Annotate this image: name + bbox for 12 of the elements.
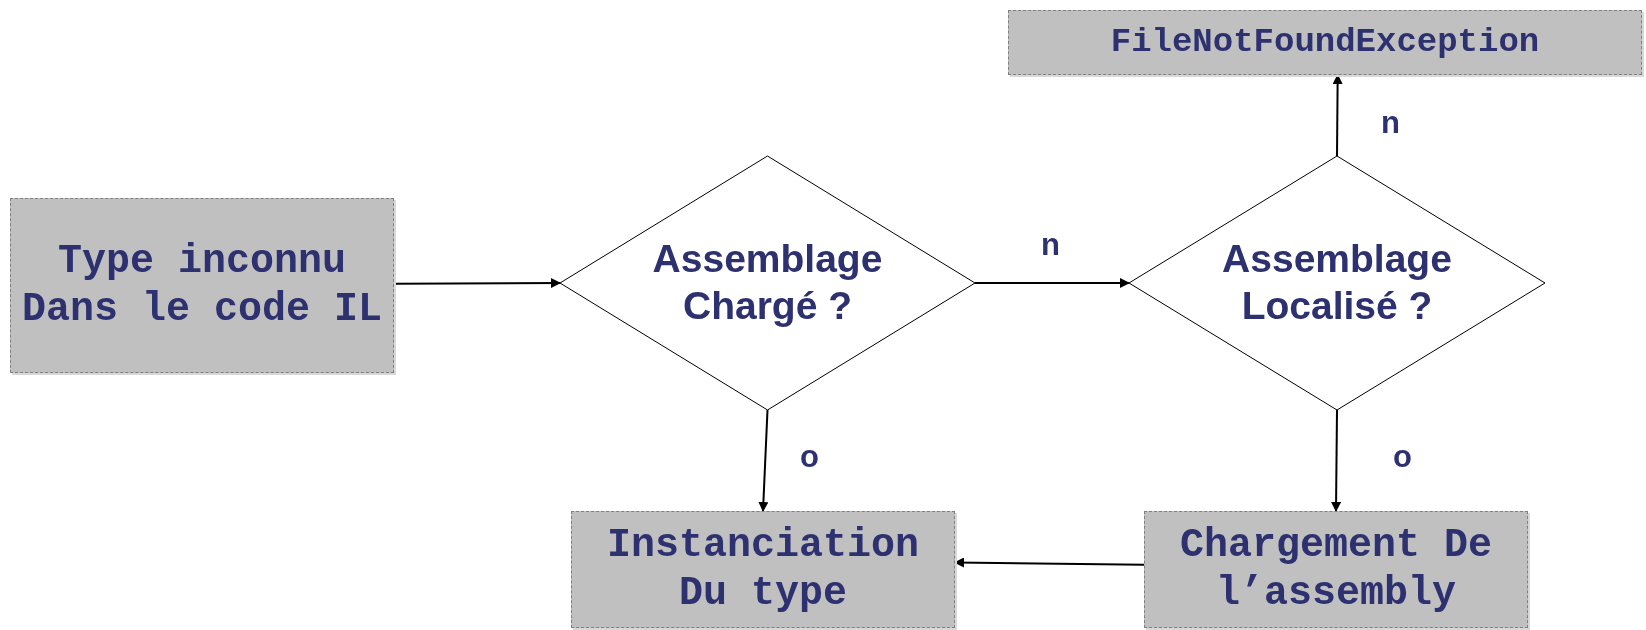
arrow (1332, 74, 1343, 157)
arrow (393, 278, 561, 289)
arrow (974, 278, 1130, 288)
process-box: FileNotFoundException (1008, 10, 1642, 75)
process-box: Chargement De l’assembly (1144, 511, 1528, 628)
decision-text: Assemblage Chargé ? (651, 236, 884, 329)
decision-text: Assemblage Localisé ? (1221, 236, 1453, 329)
arrow (1331, 409, 1342, 512)
arrow (954, 557, 1145, 568)
arrow (758, 409, 769, 512)
process-box: Instanciation Du type (571, 511, 955, 628)
process-box: Type inconnu Dans le code IL (10, 198, 394, 373)
